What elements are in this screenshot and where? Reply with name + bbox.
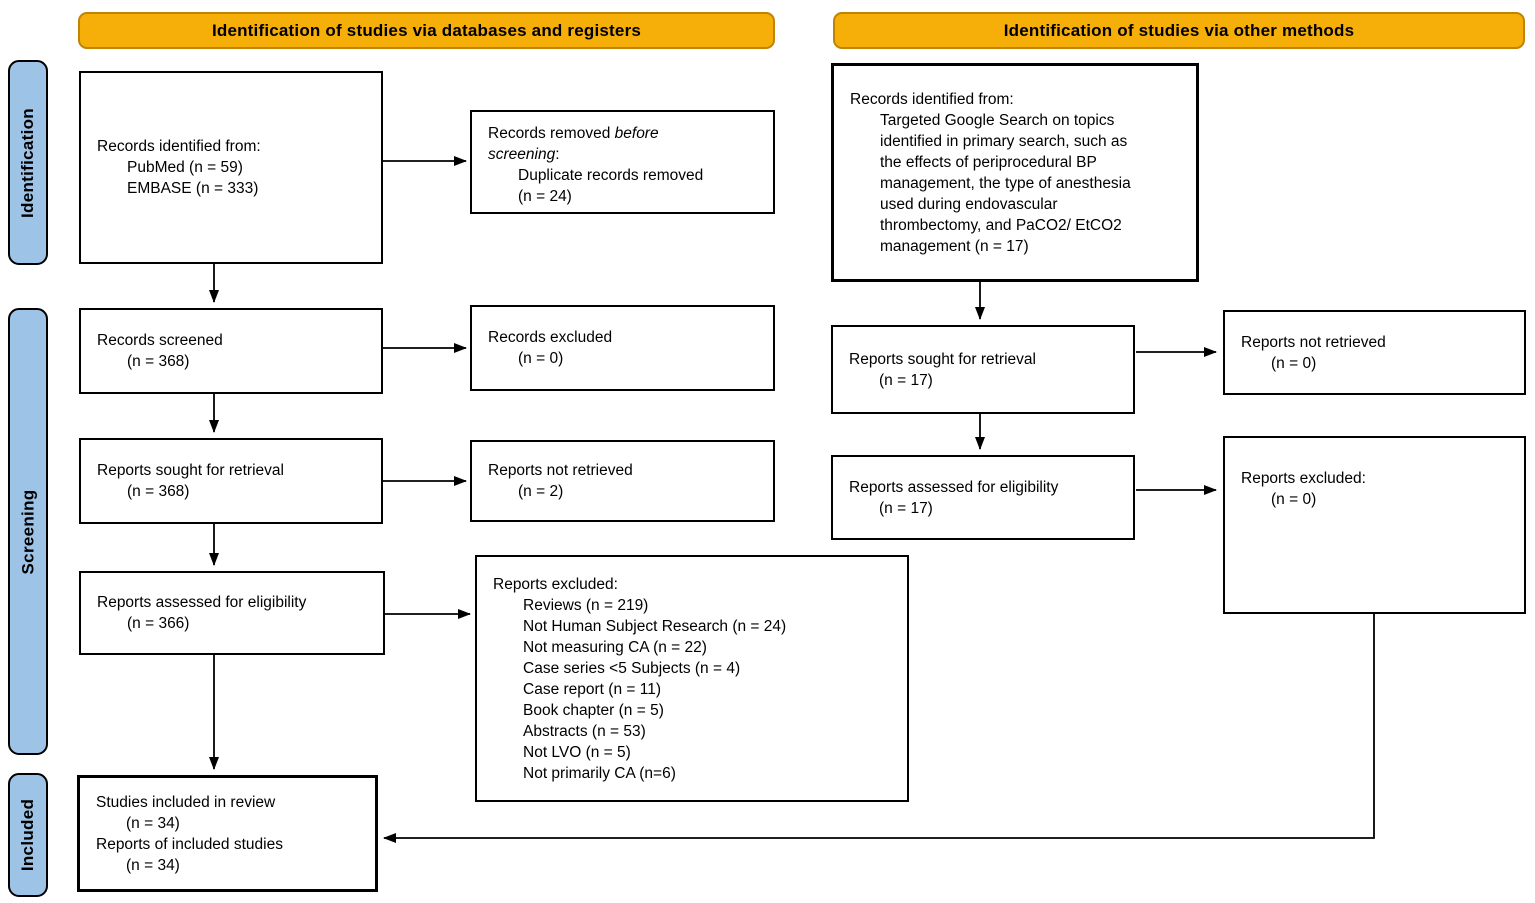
header-other-methods: Identification of studies via other meth… (833, 12, 1525, 49)
text-line: Abstracts (n = 53) (523, 722, 646, 740)
text-line: Reports excluded: (1241, 470, 1366, 487)
text-line: (n = 366) (127, 615, 190, 632)
text-line: (n = 368) (127, 483, 190, 500)
box-reports-sought-other: Reports sought for retrieval (n = 17) (831, 325, 1135, 414)
box-reports-sought-databases: Reports sought for retrieval (n = 368) (79, 438, 383, 524)
text-line: Reports assessed for eligibility (97, 594, 307, 611)
text-line: Targeted Google Search on topics (880, 111, 1115, 129)
text-line: thrombectomy, and PaCO2/ EtCO2 (880, 216, 1122, 234)
text-line: Records screened (97, 332, 223, 349)
text-line: Book chapter (n = 5) (523, 701, 664, 719)
text-line: (n = 34) (126, 856, 180, 874)
text-line: identified in primary search, such as (880, 132, 1128, 150)
text-line: Records removed before (488, 125, 659, 142)
text-line: (n = 17) (879, 371, 933, 389)
text-line: (n = 17) (879, 499, 933, 517)
text-line: (n = 2) (518, 483, 564, 500)
text-line: Duplicate records removed (518, 167, 704, 184)
text-line: Reports excluded: (493, 575, 618, 593)
text-line: Records identified from: (850, 90, 1014, 108)
text-line: Records identified from: (97, 138, 261, 155)
box-records-removed-before-screening: Records removed before screening: Duplic… (470, 110, 775, 214)
text-line: EMBASE (n = 333) (127, 180, 259, 197)
text-line: (n = 0) (1271, 354, 1317, 372)
box-records-identified-other: Records identified from: Targeted Google … (831, 63, 1199, 282)
text-line: Reviews (n = 219) (523, 596, 649, 614)
text-line: Case report (n = 11) (523, 680, 661, 698)
stage-label-included-text: Included (18, 798, 38, 872)
text-line: Reports sought for retrieval (849, 350, 1036, 368)
text-line: (n = 34) (126, 814, 180, 832)
text-line: (n = 368) (127, 353, 190, 370)
text-line: used during endovascular (880, 195, 1058, 213)
text-line: Studies included in review (96, 793, 276, 811)
stage-label-identification: Identification (8, 60, 48, 265)
text-line: (n = 24) (518, 188, 572, 205)
text-line: Reports assessed for eligibility (849, 478, 1059, 496)
box-reports-not-retrieved-other: Reports not retrieved (n = 0) (1223, 310, 1526, 395)
text-line: screening: (488, 146, 560, 163)
text-line: Reports not retrieved (488, 462, 633, 479)
text-line: Reports sought for retrieval (97, 462, 284, 479)
stage-label-identification-text: Identification (18, 107, 38, 218)
stage-label-included: Included (8, 773, 48, 897)
text-line: Not primarily CA (n=6) (523, 764, 676, 782)
text-line: Case series <5 Subjects (n = 4) (523, 659, 741, 677)
text-line: (n = 0) (518, 350, 564, 367)
box-records-identified-databases: Records identified from: PubMed (n = 59) E… (79, 71, 383, 264)
text-line: Records excluded (488, 329, 613, 346)
box-reports-excluded-databases: Reports excluded: Reviews (n = 219) Not Hu… (475, 555, 909, 802)
header-databases-registers: Identification of studies via databases … (78, 12, 775, 49)
text-line: (n = 0) (1271, 491, 1317, 508)
text-line: Reports not retrieved (1241, 333, 1386, 351)
text-line: Not LVO (n = 5) (523, 743, 631, 761)
box-studies-included: Studies included in review (n = 34) Report… (77, 775, 378, 892)
box-reports-not-retrieved-databases: Reports not retrieved (n = 2) (470, 440, 775, 522)
box-records-screened: Records screened (n = 368) (79, 308, 383, 394)
text-line: Reports of included studies (96, 835, 283, 853)
box-reports-assessed-other: Reports assessed for eligibility (n = 17) (831, 455, 1135, 540)
text-line: the effects of periprocedural BP (880, 153, 1097, 171)
stage-label-screening-text: Screening (18, 489, 37, 574)
text-line: PubMed (n = 59) (127, 159, 243, 176)
box-reports-excluded-other: Reports excluded: (n = 0) (1223, 436, 1526, 614)
stage-label-screening: Screening (8, 308, 48, 755)
box-records-excluded: Records excluded (n = 0) (470, 305, 775, 391)
text-line: management (n = 17) (880, 237, 1029, 255)
text-line: Not measuring CA (n = 22) (523, 638, 707, 656)
box-reports-assessed-databases: Reports assessed for eligibility (n = 366… (79, 571, 385, 655)
text-line: Not Human Subject Research (n = 24) (523, 617, 787, 635)
text-line: management, the type of anesthesia (880, 174, 1131, 192)
